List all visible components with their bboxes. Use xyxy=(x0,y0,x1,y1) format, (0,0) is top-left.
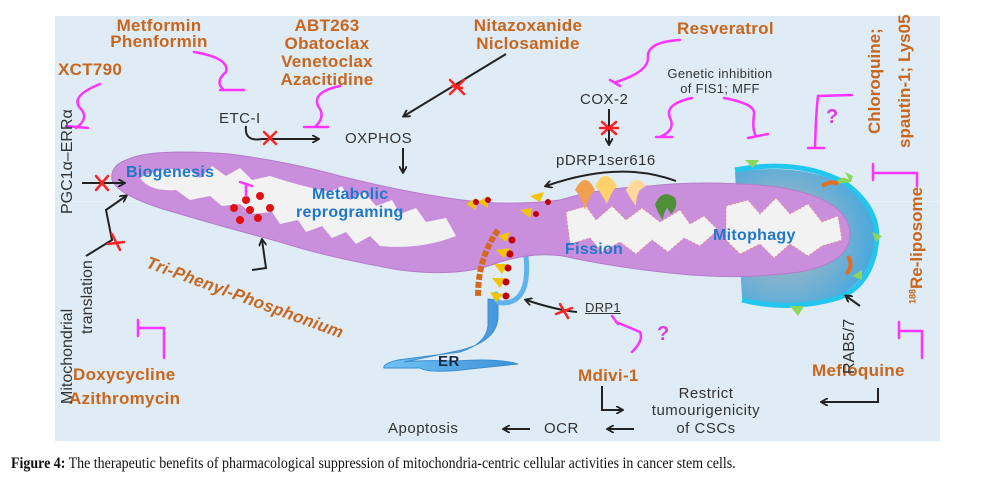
inhibition-fis1-left xyxy=(654,96,694,139)
node-ocr: OCR xyxy=(544,420,579,437)
arrow-mefloquine-to-restrict xyxy=(822,388,879,402)
cristae xyxy=(565,205,719,255)
node-restrict-2: tumourigenicity xyxy=(651,402,761,419)
drug-xct790: XCT790 xyxy=(58,60,123,79)
node-mito-translation-2: translation xyxy=(79,260,96,334)
inhibition-re-liposome xyxy=(871,162,919,188)
unknown-mechanism-drp1: ? xyxy=(657,323,670,345)
process-fission: Fission xyxy=(565,241,624,258)
inhibition-mefloquine xyxy=(897,320,924,360)
inhibition-abt263 xyxy=(302,84,342,129)
inhibition-tpp-biogenesis xyxy=(238,180,254,198)
block-cross-cox2 xyxy=(598,120,620,136)
node-mito-translation-1: Mitochondrial xyxy=(59,308,76,404)
drug-niclosamide: Niclosamide xyxy=(476,34,580,53)
mitochondrion xyxy=(111,151,851,278)
arrow-translation-to-biogenesis xyxy=(85,196,126,257)
node-drp1: DRP1 xyxy=(585,300,621,315)
drug-venetoclax: Venetoclax xyxy=(281,52,373,71)
arrow-mdivi-to-restrict xyxy=(601,386,622,410)
node-oxphos: OXPHOS xyxy=(345,130,413,147)
drug-abt263: ABT263 xyxy=(294,16,360,35)
inhibition-chloroquine xyxy=(806,93,854,150)
inhibition-xct790 xyxy=(64,82,102,130)
re-liposome-label: Re-liposome xyxy=(907,186,926,289)
rab-effector-icon xyxy=(835,172,853,184)
node-restrict-3: of CSCs xyxy=(676,420,736,437)
drug-mefloquine: Mefloquine xyxy=(812,361,905,380)
drug-chloroquine: Chloroquine; xyxy=(865,28,884,134)
block-cross-drp1 xyxy=(554,302,574,320)
node-er: ER xyxy=(438,353,460,370)
drug-spautin-lys05: spautin-1; Lys05 xyxy=(895,14,914,148)
node-rab57: RAB5/7 xyxy=(841,318,858,374)
unknown-mechanism-autophagy: ? xyxy=(826,106,839,128)
block-cross-translation xyxy=(106,232,126,252)
process-metabolic-1: Metabolic xyxy=(312,186,389,203)
inhibition-fis1-right xyxy=(722,96,770,140)
inhibition-mdivi xyxy=(610,314,643,354)
fission-adaptors xyxy=(575,176,677,220)
drug-mdivi1: Mdivi-1 xyxy=(578,366,639,385)
inhibition-resveratrol xyxy=(608,38,682,88)
rab-effector-icon xyxy=(852,270,862,280)
process-metabolic-2: reprograming xyxy=(296,204,404,221)
block-cross-pgc1a xyxy=(94,174,110,192)
process-mitophagy: Mitophagy xyxy=(713,227,796,244)
drug-re-liposome: 188Re-liposome xyxy=(907,186,926,304)
rab-effector-icon xyxy=(872,232,882,242)
drug-azithromycin: Azithromycin xyxy=(69,389,181,408)
caption-label: Figure 4: xyxy=(11,455,66,472)
inhibition-doxycycline xyxy=(136,318,166,360)
drug-phenformin: Phenformin xyxy=(110,32,208,51)
node-apoptosis: Apoptosis xyxy=(388,420,459,437)
drug-resveratrol: Resveratrol xyxy=(677,19,774,38)
block-cross-nitazoxanide xyxy=(448,78,466,96)
arrow-rab57-to-autophagosome xyxy=(846,296,861,307)
node-pdrp1ser616: pDRP1ser616 xyxy=(556,152,656,169)
arrow-pdrp1-to-fission xyxy=(546,170,677,186)
drug-doxycycline: Doxycycline xyxy=(73,365,176,384)
block-cross-etc1 xyxy=(262,130,278,146)
re-superscript: 188 xyxy=(907,288,918,304)
node-restrict-1: Restrict xyxy=(678,385,734,402)
arrow-tpp-to-mitochondrion xyxy=(251,240,268,271)
caption-text: The therapeutic benefits of pharmacologi… xyxy=(65,455,736,472)
drp1-constriction-ring xyxy=(466,192,551,302)
rab-effector-icon xyxy=(745,160,759,168)
drug-metformin: Metformin xyxy=(116,16,202,35)
node-genetic-inhibition-2: of FIS1; MFF xyxy=(680,81,760,96)
drug-obatoclax: Obatoclax xyxy=(284,34,370,53)
ros-dots xyxy=(230,192,274,224)
drug-azacitidine: Azacitidine xyxy=(280,70,374,89)
node-cox2: COX-2 xyxy=(580,91,629,108)
drug-nitazoxanide: Nitazoxanide xyxy=(473,16,583,35)
figure-caption: Figure 4: The therapeutic benefits of ph… xyxy=(11,455,736,473)
arrow-etc1-to-oxphos xyxy=(244,125,318,139)
inhibition-metformin xyxy=(192,50,246,92)
process-biogenesis: Biogenesis xyxy=(126,164,215,181)
arrow-drp1-to-ring xyxy=(526,300,578,313)
cristae xyxy=(140,166,456,247)
node-genetic-inhibition-1: Genetic inhibition xyxy=(667,66,773,81)
cristae xyxy=(725,197,843,259)
node-pgc1a-erra: PGC1α–ERRα xyxy=(59,109,76,214)
rab-effector-icon xyxy=(790,306,804,316)
node-etc1: ETC-I xyxy=(219,110,261,127)
